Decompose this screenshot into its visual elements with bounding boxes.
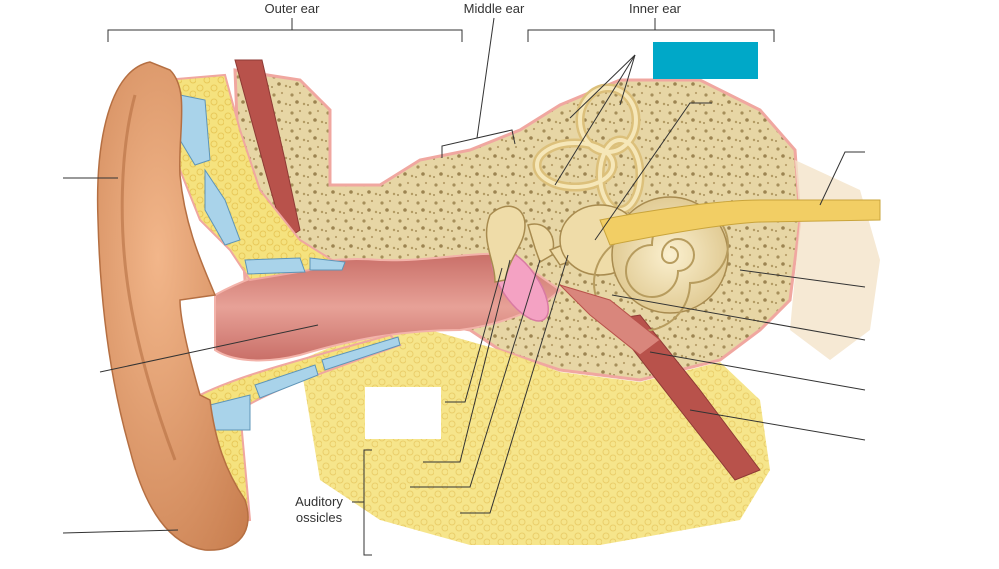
ossicles-bracket: [352, 449, 372, 556]
auricle-fold: [120, 94, 177, 461]
auricle: [96, 61, 249, 551]
inner-ear-label: Inner ear: [629, 1, 682, 16]
outer-ear-bracket: [107, 18, 463, 42]
middle-ear-label: Middle ear: [464, 1, 525, 16]
muscle-upper: [234, 59, 301, 241]
malleus: [485, 205, 526, 283]
mask-label-box: [365, 387, 441, 439]
cartilage-4: [309, 257, 346, 271]
muscle-lower: [609, 314, 761, 481]
highlight-label-box: [653, 42, 758, 79]
cartilage-7: [321, 336, 401, 371]
auditory-ossicles-label-line1: Auditory: [295, 494, 343, 509]
cartilage-2: [204, 168, 241, 246]
incus: [527, 223, 555, 264]
vestibulocochlear-nerve: [599, 199, 881, 246]
soft-tissue: [300, 330, 770, 545]
inner-ear-bracket: [527, 18, 775, 42]
leader-lines: [62, 54, 866, 534]
outer-ear-label: Outer ear: [265, 1, 321, 16]
cartilage-3: [244, 257, 306, 275]
auditory-tube: [559, 284, 661, 356]
auditory-ossicles-label-line2: ossicles: [296, 510, 343, 525]
cartilage-6: [254, 364, 319, 399]
soft-tissue-right: [790, 160, 880, 360]
middle-ear-bracket: [441, 17, 516, 158]
